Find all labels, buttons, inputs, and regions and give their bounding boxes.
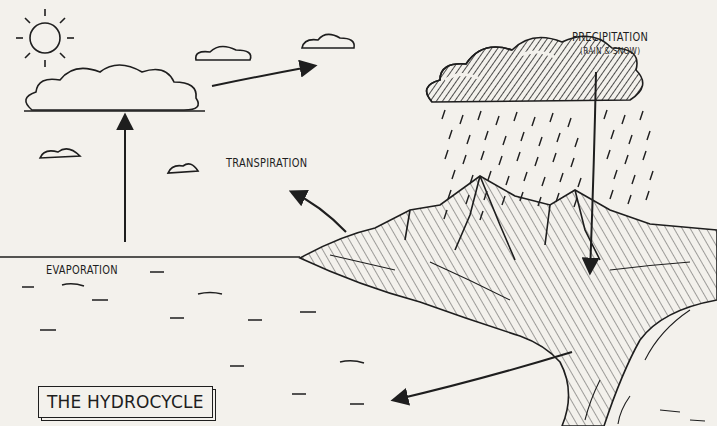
rain-streak bbox=[506, 176, 509, 185]
process-note: (RAIN & SNOW) bbox=[580, 46, 640, 56]
cycle-arrows bbox=[125, 66, 596, 400]
rain-streak bbox=[646, 191, 649, 200]
rain-streak bbox=[524, 172, 527, 181]
rain-streak bbox=[607, 150, 610, 159]
land-mountains bbox=[300, 176, 717, 426]
rain-streak bbox=[622, 115, 625, 124]
rain-streak bbox=[514, 112, 517, 121]
rain-streak bbox=[478, 111, 481, 120]
rain-streak bbox=[488, 171, 491, 180]
rain-streak bbox=[485, 131, 488, 140]
storm-cloud bbox=[427, 36, 643, 102]
river bbox=[585, 310, 705, 424]
rain-streak bbox=[467, 135, 470, 144]
rain-streak bbox=[557, 133, 560, 142]
rain-streak bbox=[625, 155, 628, 164]
rain-streak bbox=[503, 136, 506, 145]
rain-streak bbox=[614, 170, 617, 179]
process-label: TRANSPIRATION bbox=[226, 156, 307, 170]
rain-streak bbox=[629, 135, 632, 144]
rain-streak bbox=[517, 152, 520, 161]
rain-streak bbox=[628, 195, 631, 204]
rain-streak bbox=[650, 171, 653, 180]
rain-streak bbox=[610, 190, 613, 199]
rain-streak bbox=[499, 156, 502, 165]
process-label: EVAPORATION bbox=[46, 263, 118, 277]
rain-streak bbox=[604, 110, 607, 119]
rain-streak bbox=[539, 137, 542, 146]
rain-streak bbox=[463, 155, 466, 164]
rain-streak bbox=[521, 132, 524, 141]
rain-streak bbox=[542, 177, 545, 186]
clouds bbox=[24, 34, 354, 173]
rain-streak bbox=[571, 158, 574, 167]
rain-streak bbox=[632, 175, 635, 184]
diagram-title: THE HYDROCYCLE bbox=[47, 392, 204, 412]
rain-streak bbox=[452, 170, 455, 179]
rain-streak bbox=[535, 157, 538, 166]
sun bbox=[16, 9, 74, 67]
rain-streak bbox=[575, 138, 578, 147]
rain-streak bbox=[611, 130, 614, 139]
rain-streak bbox=[445, 150, 448, 159]
rain-streak bbox=[568, 118, 571, 127]
rain-streak bbox=[481, 151, 484, 160]
title-box: THE HYDROCYCLE bbox=[38, 386, 213, 418]
rain-streak bbox=[560, 173, 563, 182]
process-label: PRECIPITATION bbox=[572, 30, 648, 44]
rain-streak bbox=[640, 111, 643, 120]
rain-streak bbox=[532, 117, 535, 126]
rain-streak bbox=[647, 131, 650, 140]
rain-streak bbox=[460, 115, 463, 124]
rain-streak bbox=[496, 116, 499, 125]
rain-streak bbox=[442, 110, 445, 119]
sea bbox=[0, 257, 364, 404]
rain-streak bbox=[550, 113, 553, 122]
rain-streak bbox=[553, 153, 556, 162]
rain-streak bbox=[449, 130, 452, 139]
rain-streak bbox=[643, 151, 646, 160]
rain-streak bbox=[578, 178, 581, 187]
